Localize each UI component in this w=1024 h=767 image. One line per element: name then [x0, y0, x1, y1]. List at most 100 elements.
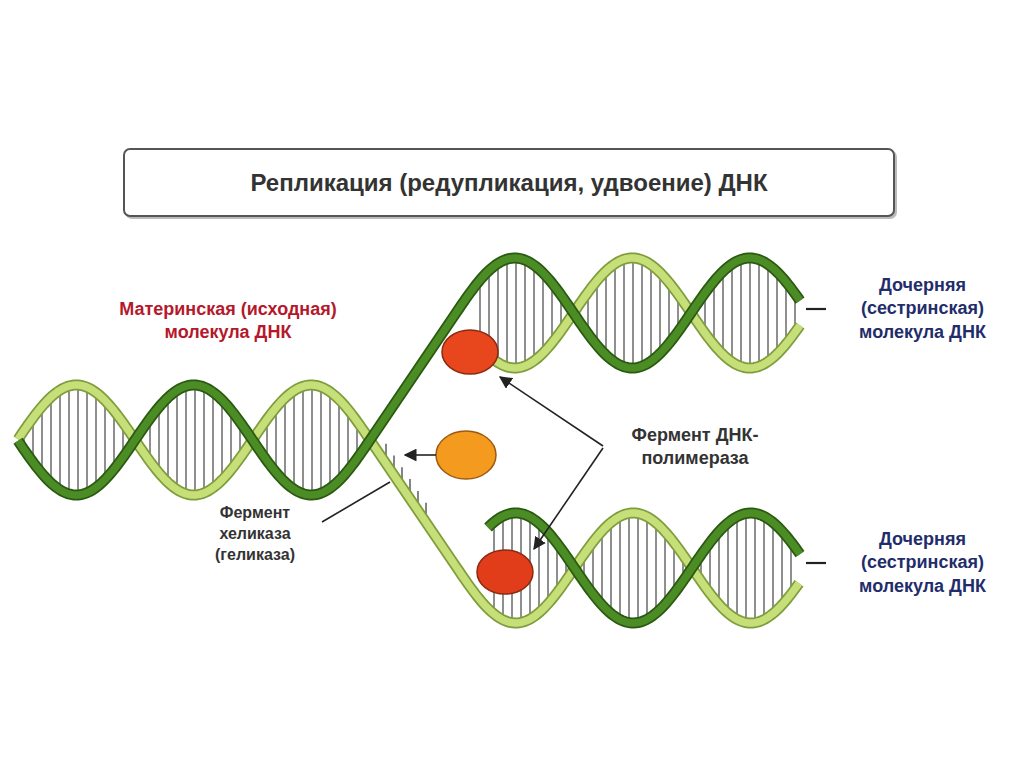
- leader-dash: [806, 562, 826, 564]
- strand-outline: [18, 258, 800, 495]
- base-pair: [731, 269, 732, 357]
- base-pair: [628, 518, 629, 617]
- base-pair: [641, 265, 642, 361]
- base-pair: [632, 263, 633, 363]
- base-pair: [659, 277, 660, 348]
- base-pair: [533, 270, 534, 356]
- base-pair: [515, 263, 516, 363]
- base-pair: [601, 536, 602, 600]
- strand-body: [474, 258, 800, 368]
- strand-outline: [488, 513, 800, 623]
- base-pair: [50, 402, 51, 478]
- base-pair: [610, 527, 611, 608]
- polymerase-label: Фермент ДНК-полимераза: [605, 424, 785, 471]
- strand-body: [18, 258, 800, 495]
- leader-line: [322, 482, 390, 522]
- daughter-molecule-label: Дочерняя (сестринская) молекула ДНК: [830, 274, 1015, 344]
- base-pair: [275, 413, 276, 468]
- leader-arrow: [405, 454, 436, 456]
- base-pair: [623, 264, 624, 361]
- base-pair: [776, 277, 777, 349]
- base-pair: [95, 397, 96, 482]
- base-pair: [718, 537, 719, 600]
- helicase-enzyme: [436, 431, 496, 479]
- base-pair: [713, 286, 714, 339]
- base-pair: [203, 392, 204, 488]
- base-pair: [212, 397, 213, 483]
- base-pair: [104, 405, 105, 474]
- base-pair: [637, 518, 638, 617]
- leader-lines: [322, 309, 826, 563]
- diagram-title: Репликация (редупликация, удвоение) ДНК: [250, 169, 767, 197]
- base-pair: [497, 268, 498, 357]
- base-pair: [347, 414, 348, 465]
- base-pair: [614, 269, 615, 358]
- base-pair: [68, 391, 69, 489]
- base-pair: [664, 537, 665, 600]
- title-box: Репликация (редупликация, удвоение) ДНК: [123, 148, 895, 217]
- base-pair: [524, 265, 525, 361]
- leader-arrow: [500, 377, 603, 446]
- base-pair: [763, 521, 764, 614]
- base-pair: [673, 548, 674, 589]
- base-pair: [185, 391, 186, 489]
- enzymes: [436, 330, 533, 594]
- polymerase-enzyme: [477, 550, 533, 594]
- base-pair: [758, 265, 759, 362]
- leader-arrow: [534, 448, 603, 549]
- base-pair: [668, 287, 669, 338]
- strand-body: [18, 385, 799, 623]
- dna-strand: [18, 258, 800, 495]
- base-pair: [619, 521, 620, 614]
- base-pair: [194, 390, 195, 490]
- dna-strands: [18, 258, 800, 623]
- base-pair: [722, 276, 723, 349]
- base-pair: [592, 547, 593, 589]
- base-pair: [311, 390, 312, 490]
- base-pair: [772, 527, 773, 608]
- base-pair: [41, 411, 42, 468]
- base-pair: [59, 395, 60, 485]
- base-pair: [596, 286, 597, 341]
- base-pair: [329, 397, 330, 483]
- base-pair: [740, 264, 741, 361]
- base-pair: [542, 278, 543, 348]
- base-pair: [158, 412, 159, 468]
- parent-molecule-label: Материнская (исходная) молекула ДНК: [93, 298, 363, 345]
- helicase-label: Фермент хеликаза (геликаза): [190, 503, 320, 565]
- base-pair: [77, 390, 78, 490]
- polymerase-enzyme: [442, 330, 498, 374]
- base-pair: [754, 518, 755, 617]
- base-pair: [293, 396, 294, 485]
- base-pair: [556, 548, 557, 588]
- base-pair: [506, 264, 507, 362]
- base-pair: [113, 416, 114, 465]
- base-pair: [605, 276, 606, 350]
- base-pair: [749, 263, 750, 363]
- base-pair: [547, 537, 548, 599]
- strand-outline: [18, 385, 799, 623]
- base-pair: [167, 403, 168, 478]
- base-pair: [646, 522, 647, 615]
- dna-strand: [488, 513, 800, 623]
- base-pair: [736, 522, 737, 615]
- base-pair: [745, 518, 746, 617]
- base-pair: [655, 528, 656, 608]
- base-pair: [230, 415, 231, 465]
- daughter-molecule-label: Дочерняя (сестринская) молекула ДНК: [830, 528, 1015, 598]
- leader-dash: [806, 308, 826, 310]
- base-pair: [727, 528, 728, 608]
- base-pair: [302, 391, 303, 488]
- base-pair: [790, 547, 791, 589]
- base-pair: [176, 395, 177, 484]
- base-pair: [551, 288, 552, 338]
- strand-body: [488, 513, 800, 623]
- base-pair: [338, 404, 339, 475]
- base-pair: [284, 403, 285, 477]
- dna-strand: [18, 385, 799, 623]
- base-pair: [650, 270, 651, 356]
- strand-outline: [474, 258, 800, 368]
- base-pair: [781, 536, 782, 600]
